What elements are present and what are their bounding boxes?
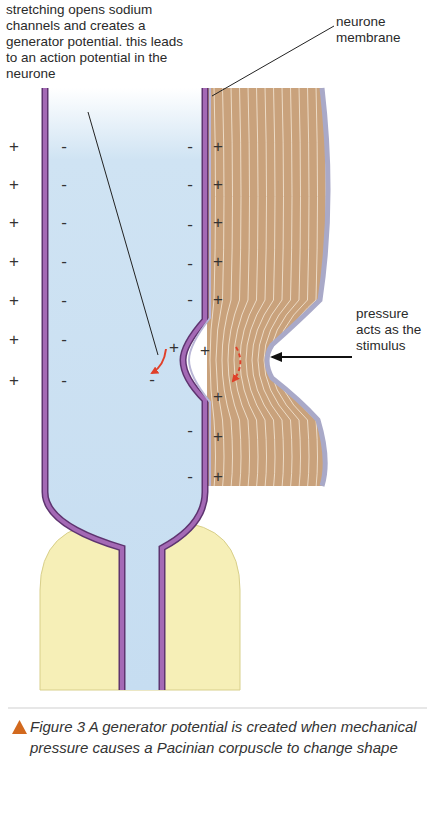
lamella-line — [246, 86, 267, 488]
positive-charge: + — [8, 372, 20, 390]
lamella-line — [222, 86, 233, 488]
positive-charge: + — [8, 176, 20, 194]
positive-charge: + — [212, 468, 224, 486]
stimulus-label: pressure acts as the stimulus — [356, 306, 432, 354]
negative-charge: - — [58, 138, 70, 156]
positive-charge: + — [212, 176, 224, 194]
negative-charge: - — [184, 138, 196, 156]
negative-charge: - — [184, 216, 196, 234]
negative-charge: - — [146, 371, 158, 389]
lamella-line — [258, 86, 284, 488]
positive-charge: + — [8, 253, 20, 271]
negative-charge: - — [58, 292, 70, 310]
negative-charge: - — [184, 255, 196, 273]
positive-charge: + — [8, 138, 20, 156]
negative-charge: - — [58, 253, 70, 271]
positive-charge: + — [212, 388, 224, 406]
positive-charge: + — [212, 138, 224, 156]
lamella-line — [264, 86, 292, 488]
positive-charge: + — [212, 253, 224, 271]
negative-charge: - — [58, 176, 70, 194]
positive-charge: + — [8, 331, 20, 349]
lamella-line — [252, 86, 275, 488]
positive-charge: + — [8, 214, 20, 232]
positive-charge: + — [168, 339, 180, 357]
positive-charge: + — [199, 342, 211, 360]
negative-charge: - — [58, 372, 70, 390]
negative-charge: - — [184, 291, 196, 309]
lamella-line — [240, 86, 258, 488]
lamella-line — [228, 86, 241, 488]
annotation-text: stretching opens sodium channels and cre… — [6, 2, 196, 82]
lamella-line — [270, 86, 301, 488]
positive-charge: + — [212, 214, 224, 232]
negative-charge: - — [184, 468, 196, 486]
figure-caption: Figure 3 A generator potential is create… — [30, 716, 422, 758]
membrane-label: neurone membrane — [336, 14, 426, 46]
positive-charge: + — [212, 428, 224, 446]
lamella-line — [234, 86, 250, 488]
negative-charge: - — [184, 422, 196, 440]
lamella-line — [282, 86, 318, 488]
positive-charge: + — [8, 292, 20, 310]
positive-charge: + — [212, 291, 224, 309]
lamella-line — [276, 86, 309, 488]
negative-charge: - — [184, 176, 196, 194]
negative-charge: - — [58, 331, 70, 349]
negative-charge: - — [58, 214, 70, 232]
